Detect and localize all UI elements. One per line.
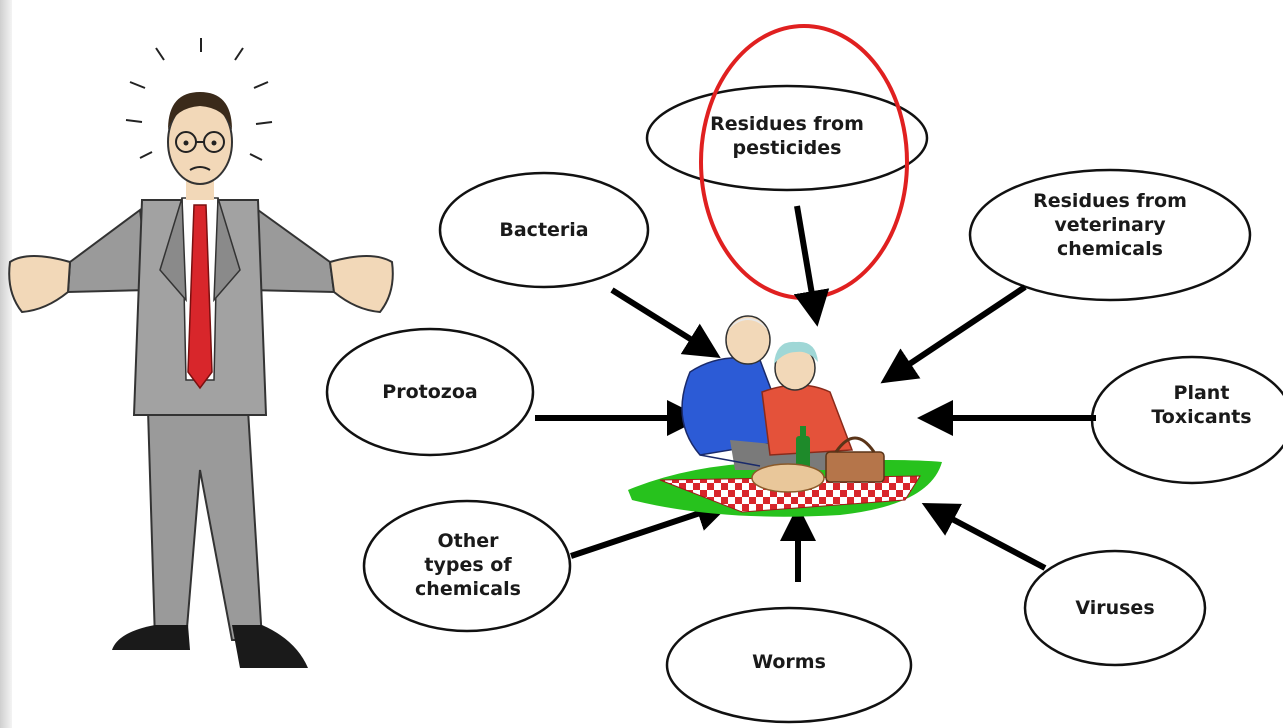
ellipse-protozoa [325,327,535,457]
ellipse-bacteria [438,171,650,289]
node-plant-toxicants: Plant Toxicants [1151,382,1252,428]
ellipse-residues-veterinary [968,168,1252,302]
arrow-pesticides [793,205,830,327]
arrow-veterinary [880,284,1027,384]
node-protozoa: Protozoa [382,381,478,403]
bubble-shapes [325,84,1283,724]
node-worms: Worms [752,651,826,673]
node-residues-veterinary: Residues from veterinary chemicals [1033,190,1187,260]
arrow-viruses [921,503,1047,571]
ellipse-other-chemicals [362,499,572,633]
confused-man-icon [8,38,394,668]
background-edge [0,0,12,728]
arrow-other-chemicals [570,496,733,559]
arrow-bacteria [610,287,721,358]
node-viruses: Viruses [1075,597,1155,619]
node-residues-pesticides: Residues from pesticides [710,113,864,159]
node-bacteria: Bacteria [499,219,589,241]
picnic-couple-icon [628,315,942,517]
ellipse-worms [665,606,913,724]
ellipse-residues-pesticides [645,84,929,192]
ellipse-viruses [1023,549,1207,667]
node-other-chemicals: Other types of chemicals [415,530,521,600]
arrows [535,205,1096,582]
